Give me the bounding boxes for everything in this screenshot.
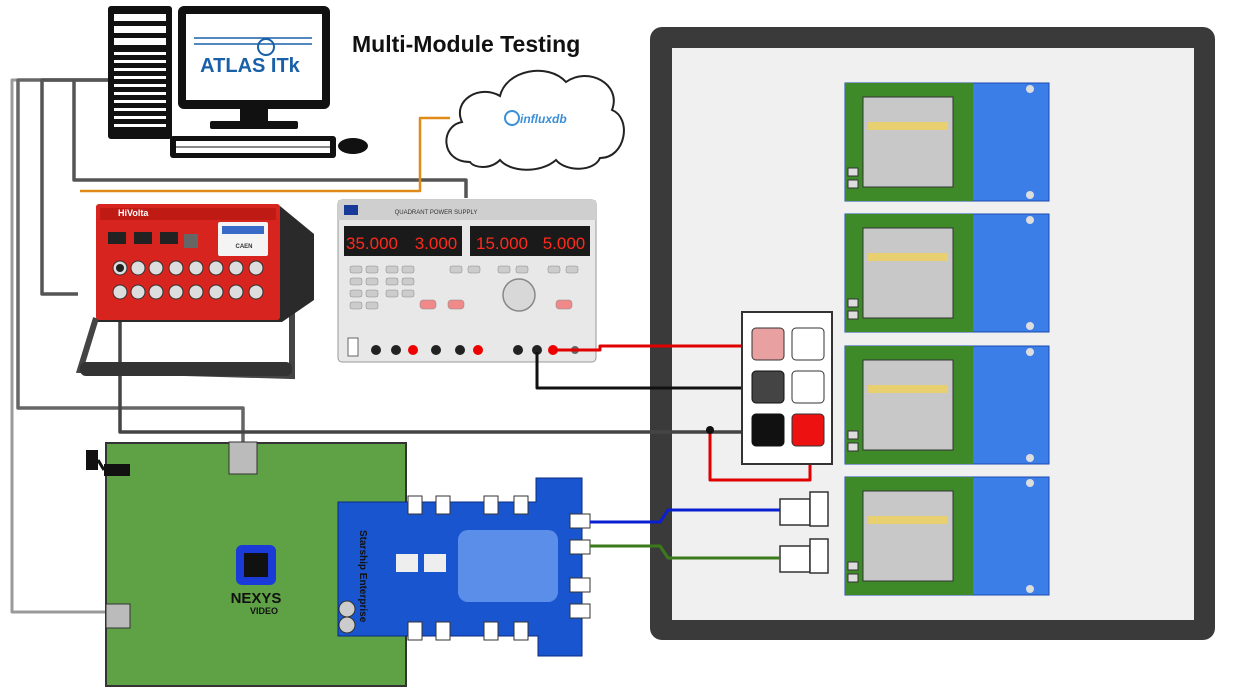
module-4 bbox=[844, 476, 1050, 596]
power-patch-panel bbox=[741, 311, 833, 465]
data-connectors bbox=[779, 491, 829, 574]
atlas-itk-logo: ATLAS ITk bbox=[200, 55, 301, 77]
hv-power-supply bbox=[75, 204, 314, 380]
hv-brand: HiVolta bbox=[118, 208, 149, 218]
mouse bbox=[338, 138, 368, 154]
adapter-board bbox=[337, 477, 591, 657]
fpga-sub: VIDEO bbox=[250, 606, 278, 616]
diagram-title: Multi-Module Testing bbox=[352, 31, 581, 57]
power-plug-icon bbox=[86, 450, 130, 476]
cloud-label: influxdb bbox=[520, 112, 567, 126]
hv-subtitle: CAEN bbox=[235, 244, 252, 250]
lv-power-supply bbox=[337, 199, 597, 363]
module-2 bbox=[844, 213, 1050, 333]
keyboard bbox=[170, 136, 336, 158]
lv-ch1-amps: 3.000 bbox=[415, 234, 458, 253]
fpga-name: NEXYS bbox=[231, 590, 282, 607]
influxdb-icon bbox=[504, 110, 520, 126]
lv-ch1-volts: 35.000 bbox=[346, 234, 398, 253]
module-1 bbox=[844, 82, 1050, 202]
usb-cables bbox=[10, 78, 752, 614]
data-cables bbox=[590, 508, 780, 560]
lv-ch2-volts: 15.000 bbox=[476, 234, 528, 253]
computer-monitor bbox=[178, 6, 330, 129]
lv-header: QUADRANT POWER SUPPLY bbox=[395, 210, 478, 216]
influxdb-cloud bbox=[445, 69, 625, 171]
cable-junction bbox=[706, 426, 714, 434]
network-cable bbox=[80, 116, 450, 193]
adapter-label: Starship Enterprise bbox=[357, 530, 368, 623]
computer-tower bbox=[108, 6, 172, 139]
lv-ch2-amps: 5.000 bbox=[543, 234, 586, 253]
module-3 bbox=[844, 345, 1050, 465]
